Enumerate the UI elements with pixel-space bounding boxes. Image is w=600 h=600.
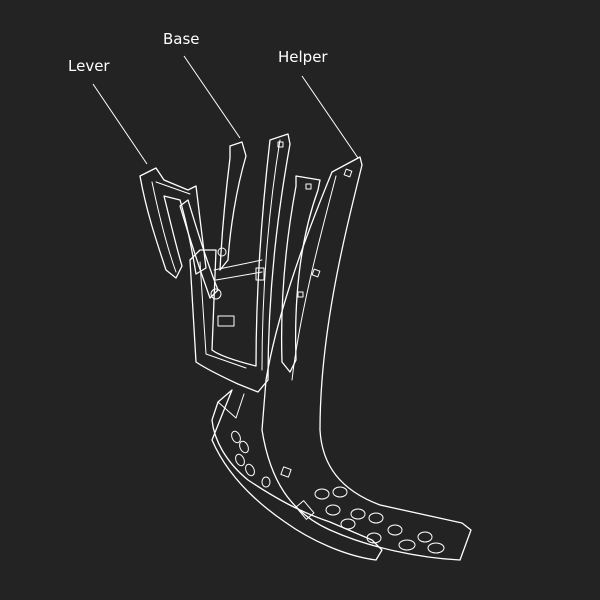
label-base: Base bbox=[163, 30, 200, 48]
lever bbox=[139, 167, 207, 279]
leader-helper bbox=[301, 75, 359, 159]
front-bracket bbox=[179, 141, 247, 299]
helper-plate bbox=[261, 156, 472, 561]
sole-plate bbox=[211, 389, 383, 561]
leader-lever bbox=[92, 83, 148, 165]
toe-holes bbox=[314, 486, 445, 554]
leader-base bbox=[183, 55, 241, 139]
middle-rail bbox=[280, 175, 321, 373]
label-helper: Helper bbox=[278, 48, 328, 66]
label-lever: Lever bbox=[68, 57, 110, 75]
